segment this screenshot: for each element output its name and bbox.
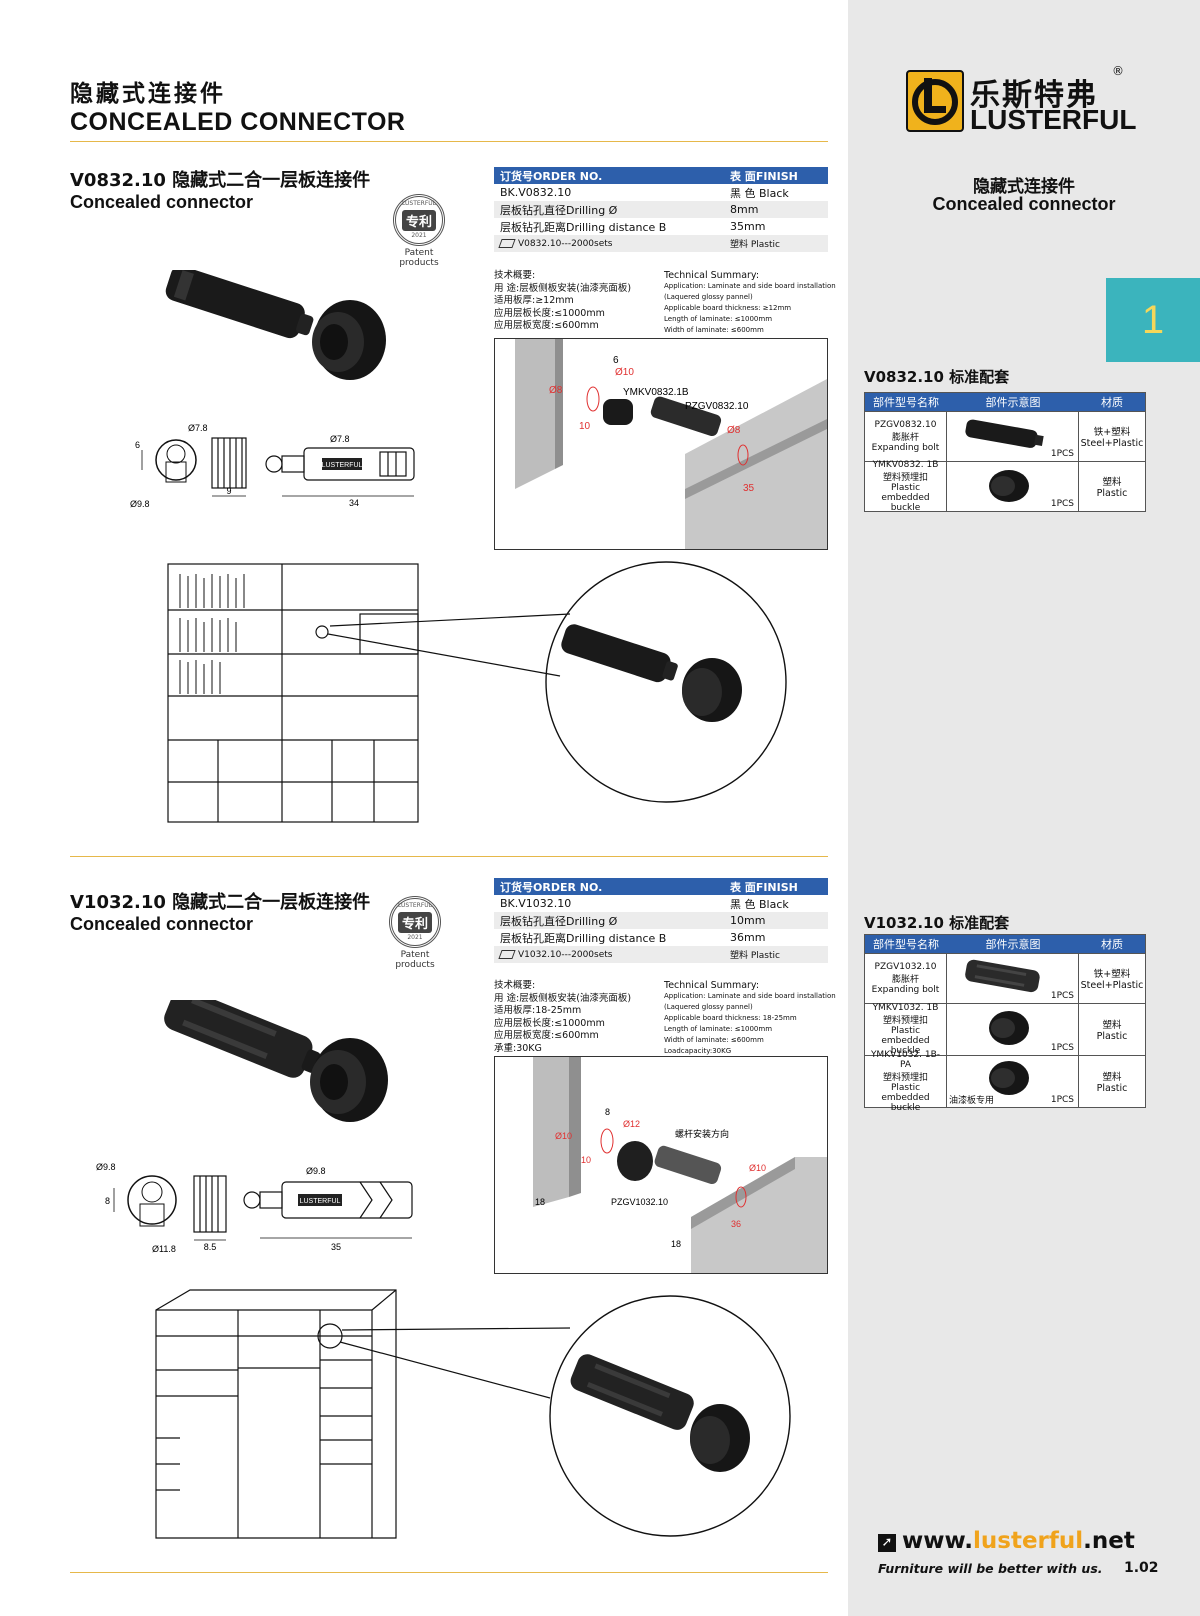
kit2-title: V1032.10 标准配套 [864, 914, 1010, 932]
svg-text:35: 35 [743, 483, 755, 494]
box-icon [498, 949, 516, 959]
svg-text:PZGV0832.10: PZGV0832.10 [685, 401, 749, 412]
website-link[interactable]: ➚www.lusterful.net [878, 1528, 1135, 1554]
product1-install-diagram: 6 Ø10 Ø8 10 YMKV0832.1B PZGV0832.10 Ø8 3… [494, 338, 828, 550]
svg-text:Ø10: Ø10 [555, 1131, 572, 1141]
section-rule [70, 856, 828, 857]
product1-photo [165, 270, 386, 380]
kit1-title: V0832.10 标准配套 [864, 368, 1010, 386]
svg-text:9: 9 [226, 486, 231, 496]
svg-text:18: 18 [535, 1197, 545, 1207]
product2-subtitle: Concealed connector [70, 914, 254, 934]
svg-text:Ø11.8: Ø11.8 [152, 1244, 176, 1254]
product1-dimension-drawing: 6 Ø7.8 Ø9.8 9 LUSTERFUL Ø7.8 34 [130, 423, 415, 509]
svg-text:8.5: 8.5 [204, 1242, 217, 1252]
product1-tech-en: Technical Summary: Application: Laminate… [664, 270, 836, 334]
svg-text:Ø8: Ø8 [549, 385, 563, 396]
arrow-icon: ➚ [878, 1534, 896, 1552]
slogan: Furniture will be better with us. [878, 1561, 1103, 1576]
product1-subtitle: Concealed connector [70, 192, 254, 212]
embedded-buckle-image [989, 1011, 1029, 1045]
svg-text:Ø10: Ø10 [615, 367, 634, 378]
svg-text:36: 36 [731, 1219, 741, 1229]
svg-text:8: 8 [605, 1107, 610, 1117]
svg-text:Ø9.8: Ø9.8 [130, 499, 150, 509]
svg-text:10: 10 [579, 421, 591, 432]
svg-text:Ø7.8: Ø7.8 [188, 423, 208, 433]
svg-text:Ø9.8: Ø9.8 [306, 1166, 326, 1176]
svg-text:34: 34 [349, 498, 359, 508]
footer-rule [70, 1572, 828, 1573]
svg-text:6: 6 [135, 440, 140, 450]
svg-text:18: 18 [671, 1239, 681, 1249]
registered-mark: ® [1112, 64, 1124, 78]
svg-text:PZGV1032.10: PZGV1032.10 [611, 1197, 668, 1207]
embedded-buckle-image [989, 470, 1029, 502]
brand-logo: 乐斯特弗 LUSTERFUL ® [906, 64, 1137, 136]
embedded-buckle-image [989, 1061, 1029, 1095]
product2-dimension-drawing: Ø9.8 8 Ø11.8 8.5 LUSTERFUL Ø9.8 35 [96, 1162, 413, 1254]
svg-text:Ø8: Ø8 [727, 425, 741, 436]
page-title-en: CONCEALED CONNECTOR [70, 108, 406, 136]
svg-text:6: 6 [613, 355, 619, 366]
svg-text:YMKV0832.1B: YMKV0832.1B [623, 387, 689, 398]
product2-tech-en: Technical Summary: Application: Laminate… [664, 980, 836, 1055]
svg-text:10: 10 [581, 1155, 591, 1165]
box-icon [498, 238, 516, 248]
header-rule [70, 141, 828, 142]
svg-text:Ø12: Ø12 [623, 1119, 640, 1129]
right-panel [848, 0, 1200, 1616]
brand-name-cn: 乐斯特弗 [970, 78, 1098, 113]
section-tab: 1 [1106, 278, 1200, 362]
expanding-bolt-image [965, 419, 1044, 448]
product2-install-diagram: 8 Ø12 Ø10 10 螺杆安装方向 PZGV1032.10 Ø10 36 1… [494, 1056, 828, 1274]
product2-photo [164, 1000, 388, 1122]
svg-text:35: 35 [331, 1242, 341, 1252]
svg-text:8: 8 [105, 1196, 110, 1206]
product2-title: V1032.10 隐藏式二合一层板连接件 [70, 892, 371, 913]
logo-mark-icon [906, 70, 964, 132]
product1-cabinet-illustration [167, 561, 787, 823]
product1-title: V0832.10 隐藏式二合一层板连接件 [70, 170, 371, 191]
right-title-en: Concealed connector [932, 194, 1116, 214]
svg-text:Ø7.8: Ø7.8 [330, 434, 350, 444]
product2-wardrobe-illustration [155, 1289, 791, 1539]
brand-name-en: LUSTERFUL [970, 104, 1137, 135]
svg-text:LUSTERFUL: LUSTERFUL [322, 462, 363, 469]
right-title-cn: 隐藏式连接件 [973, 177, 1075, 197]
svg-text:Ø9.8: Ø9.8 [96, 1162, 116, 1172]
page-number: 1.02 [1124, 1560, 1159, 1576]
svg-text:Ø10: Ø10 [749, 1163, 766, 1173]
svg-text:螺杆安装方向: 螺杆安装方向 [675, 1128, 729, 1139]
svg-text:LUSTERFUL: LUSTERFUL [300, 1198, 341, 1205]
expanding-bolt-image [965, 959, 1040, 993]
page-title-cn: 隐藏式连接件 [70, 81, 226, 107]
